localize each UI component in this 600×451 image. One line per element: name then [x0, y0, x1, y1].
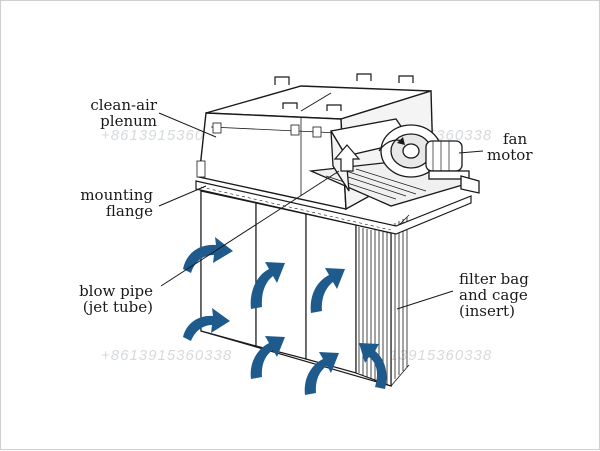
label-line: mounting	[80, 186, 153, 204]
watermark: +8613915360338	[101, 127, 233, 144]
leader-mounting-flange	[158, 185, 207, 207]
filter-bag	[355, 224, 392, 387]
leader-fan-motor	[458, 150, 484, 154]
label-line: plenum	[100, 112, 157, 130]
airflow-arrow-icon	[250, 336, 285, 379]
label-line: (jet tube)	[82, 298, 153, 316]
label-fan-motor: fan motor	[487, 131, 532, 163]
label-filter-bag: filter bag and cage (insert)	[459, 271, 529, 319]
label-clean-air-plenum: clean-air plenum	[90, 97, 157, 129]
exhaust-arrow-icon	[333, 144, 361, 172]
motor-foot	[428, 170, 470, 180]
airflow-arrow-icon	[250, 262, 285, 309]
airflow-arrow-icon	[359, 343, 387, 389]
airflow-arrow-icon	[183, 308, 230, 341]
airflow-arrows	[183, 237, 387, 395]
motor-body	[425, 140, 463, 172]
label-line: and cage	[459, 286, 528, 304]
leader-filter-bag	[396, 290, 454, 310]
fan-assembly	[308, 118, 480, 207]
label-line: flange	[105, 202, 153, 220]
label-line: filter bag	[459, 270, 529, 288]
filter-bags	[200, 190, 392, 387]
label-line: motor	[487, 146, 533, 164]
label-line: (insert)	[459, 302, 515, 320]
leader-clean-air-plenum	[158, 112, 217, 138]
airflow-arrow-icon	[310, 268, 345, 313]
leader-blow-pipe	[160, 170, 340, 287]
label-blow-pipe: blow pipe (jet tube)	[79, 283, 153, 315]
watermark: +8613915360338	[101, 347, 233, 364]
label-line: blow pipe	[79, 282, 153, 300]
watermark: +8613915360338	[361, 347, 493, 364]
lid-handles	[274, 73, 414, 111]
airflow-arrow-icon	[304, 352, 339, 395]
leader-lines	[158, 112, 484, 310]
label-line: clean-air	[90, 96, 157, 114]
label-mounting-flange: mounting flange	[80, 187, 153, 219]
label-line: fan	[503, 130, 528, 148]
mounting-flange	[195, 180, 472, 235]
